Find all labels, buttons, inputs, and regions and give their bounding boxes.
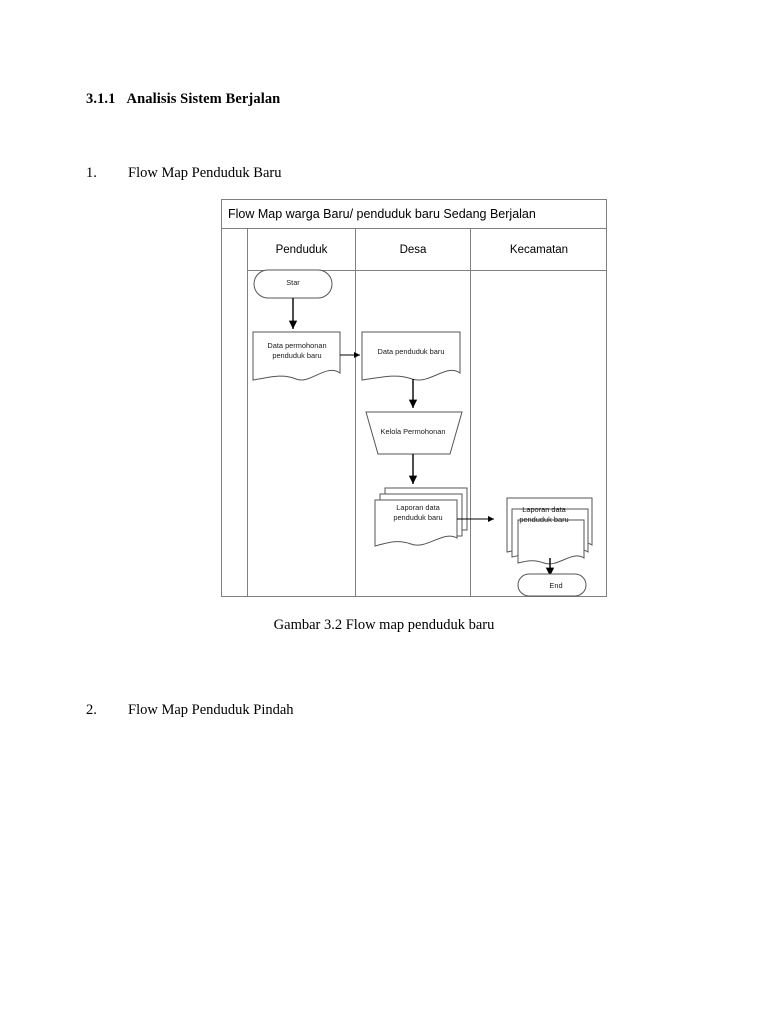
flowmap-figure: Flow Map warga Baru/ penduduk baru Sedan… — [221, 199, 607, 597]
column-header-penduduk: Penduduk — [275, 243, 328, 256]
list-item-marker: 1. — [86, 165, 97, 181]
column-header-kecamatan: Kecamatan — [509, 243, 569, 256]
header-row-rule — [247, 270, 606, 271]
node-data-permohonan — [252, 331, 341, 381]
node-laporan-desa — [374, 487, 468, 547]
figure-caption: Gambar 3.2 Flow map penduduk baru — [273, 617, 495, 633]
flowchart-shape-layer — [222, 200, 608, 598]
column-header-desa: Desa — [399, 243, 427, 256]
list-item-marker: 2. — [86, 702, 97, 718]
list-item-label: Flow Map Penduduk Baru — [128, 165, 282, 181]
heading-number: 3.1.1 — [86, 91, 116, 107]
heading-title: Analisis Sistem Berjalan — [126, 91, 281, 107]
node-start — [253, 269, 333, 299]
list-item: 2. Flow Map Penduduk Pindah — [86, 702, 294, 719]
column-divider-penduduk-desa — [355, 229, 356, 596]
node-data-penduduk-baru — [361, 331, 461, 381]
flowmap-title: Flow Map warga Baru/ penduduk baru Sedan… — [222, 200, 606, 229]
column-divider-desa-kecamatan — [470, 229, 471, 596]
list-item-label: Flow Map Penduduk Pindah — [128, 702, 294, 718]
column-divider-left — [247, 229, 248, 596]
list-item: 1. Flow Map Penduduk Baru — [86, 165, 281, 182]
node-laporan-kecamatan — [506, 497, 593, 565]
node-kelola-permohonan — [365, 411, 463, 455]
page-heading: 3.1.1 Analisis Sistem Berjalan — [86, 91, 280, 108]
node-end — [517, 573, 587, 597]
